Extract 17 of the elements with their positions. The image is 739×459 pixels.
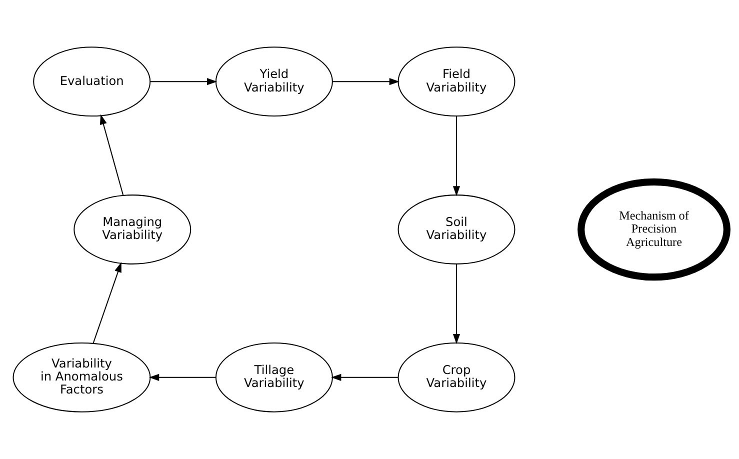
node-ellipse: Soil Variability (397, 194, 515, 264)
arrow (452, 116, 460, 196)
arrow (150, 78, 217, 86)
node-ellipse: Tillage Variability (214, 342, 332, 412)
node-ellipse: Mechanism of Precision Agriculture (577, 178, 730, 281)
node-ellipse: Crop Variability (397, 342, 515, 412)
arrow (330, 374, 398, 381)
node-ellipse: Managing Variability (73, 194, 191, 264)
arrow (452, 264, 460, 344)
arrow (92, 262, 121, 344)
arrow (99, 114, 124, 196)
node-ellipse: Field Variability (397, 46, 515, 117)
node-ellipse: Evaluation (32, 46, 150, 117)
node-ellipse: Yield Variability (214, 46, 332, 117)
arrow (332, 78, 399, 86)
node-ellipse: Variability in Anomalous Factors (12, 342, 150, 412)
arrow (148, 374, 216, 381)
